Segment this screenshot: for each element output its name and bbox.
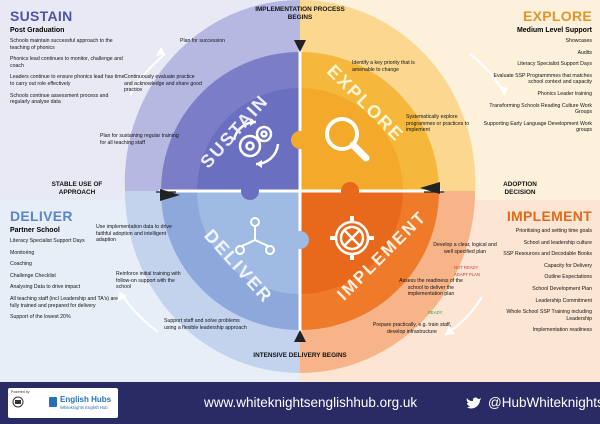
- explore-item: Audits: [577, 49, 592, 56]
- sustain-item: Schools continue assessment process and …: [10, 92, 109, 106]
- sustain-note: Continuously evaluate practice and ackno…: [124, 74, 202, 94]
- implement-item: Capacity for Delivery: [544, 262, 592, 269]
- network-people-icon: [235, 217, 275, 255]
- not-ready-label: NOT READY ADAPT PLAN: [454, 265, 480, 277]
- explore-note: Identify a key priority that is amenable…: [352, 60, 415, 73]
- bottom-label: INTENSIVE DELIVERY BEGINS: [253, 352, 347, 359]
- sustain-item: Phonics lead continues to monitor, chall…: [10, 56, 123, 69]
- implement-item: SSP Resources and Decodable Books: [503, 251, 592, 258]
- deliver-item: Coaching: [10, 261, 32, 268]
- explore-item: Transforming Schools Reading Culture Wor…: [489, 102, 592, 116]
- ready-label: READY: [428, 310, 443, 315]
- deliver-item: Monitoring: [10, 249, 35, 256]
- implement-note: Assess the readiness of the school to de…: [399, 278, 463, 298]
- explore-item: Literacy Specialist Support Days: [517, 61, 592, 68]
- hub-logo: English Hubs Whiteknights English Hub: [48, 393, 114, 413]
- sustain-note: Plan for succession: [180, 38, 225, 44]
- arrow-sustain: [129, 53, 166, 96]
- deliver-subtitle: Partner School: [10, 227, 60, 234]
- logos-panel: Powered by English Hubs Whiteknights Eng…: [8, 388, 118, 418]
- deliver-note: Support staff and solve problems using a…: [164, 318, 247, 331]
- sustain-subtitle: Post Graduation: [10, 27, 65, 34]
- deliver-item: Analysing Data to drive impact: [10, 284, 81, 291]
- crest-icon: [12, 396, 24, 408]
- sustain-title: SUSTAIN: [10, 8, 73, 24]
- implement-note: Develop a clear, logical and well specif…: [433, 242, 497, 255]
- implement-item: School Development Plan: [532, 285, 592, 292]
- implement-item: Leadership Commitment: [535, 297, 592, 304]
- deliver-item: Support of the lowest 20%: [10, 314, 71, 321]
- hub-sub: Whiteknights English Hub: [60, 405, 108, 410]
- explore-item: Evaluate SSP Programmmes that matches sc…: [493, 72, 592, 86]
- deliver-item: All teaching staff (incl Leadership and …: [10, 295, 118, 309]
- deliver-note: Use implementation data to drive faithfu…: [96, 224, 172, 244]
- explore-item: Phonics Leader training: [537, 90, 592, 97]
- twitter-bird-icon: [466, 397, 481, 409]
- hub-name: English Hubs: [60, 395, 112, 404]
- implement-panel: IMPLEMENT Prioritising and setting time …: [482, 208, 592, 339]
- top-label: IMPLEMENTATION PROCESS BEGINS: [255, 6, 345, 21]
- explore-title: EXPLORE: [522, 8, 592, 24]
- implement-item: Whole School SSP Training including Lead…: [506, 309, 592, 322]
- gear-tools-icon: [330, 216, 374, 260]
- sustain-item: Schools maintain successful approach to …: [10, 38, 113, 51]
- book-icon: [49, 397, 57, 407]
- twitter-handle[interactable]: @HubWhiteknights: [488, 395, 600, 410]
- magnifier-icon: [325, 117, 370, 162]
- right-label: ADOPTION DECISION: [503, 181, 537, 196]
- implement-note: Prepare practically, e.g. train staff, d…: [372, 322, 452, 335]
- implement-item: School and leadership culture: [523, 239, 592, 246]
- deliver-title: DELIVER: [10, 208, 73, 224]
- deliver-note: Reinforce initial training with follow-o…: [116, 271, 181, 291]
- left-label: STABLE USE OF APPROACH: [51, 181, 103, 196]
- implement-title: IMPLEMENT: [506, 208, 592, 224]
- powered-by-label: Powered by: [11, 390, 30, 394]
- explore-item: Supporting Early Language Development Wo…: [483, 120, 592, 134]
- explore-panel: EXPLORE Medium Level Support Showcases A…: [482, 8, 592, 139]
- deliver-item: Challenge Checklist: [10, 272, 56, 279]
- explore-subtitle: Medium Level Support: [516, 27, 592, 34]
- implement-item: Implementation readiness: [532, 327, 592, 334]
- website-url[interactable]: www.whiteknightsenglishhub.org.uk: [204, 395, 418, 410]
- sustain-note: Plan for sustaining regular training for…: [100, 133, 179, 146]
- implement-item: Prioritising and setting time goals: [515, 228, 592, 234]
- gears-icon: [232, 118, 280, 168]
- explore-note: Systematically explore programmes or pra…: [406, 114, 470, 134]
- deliver-item: Literacy Specialist Support Days: [10, 238, 85, 244]
- explore-item: Showcases: [565, 38, 592, 44]
- sustain-panel: SUSTAIN Post Graduation Schools maintain…: [10, 8, 128, 111]
- implement-item: Outline Expectations: [544, 274, 592, 281]
- sustain-item: Leaders continue to ensure phonics lead …: [10, 74, 125, 87]
- deliver-panel: DELIVER Partner School Literacy Speciali…: [10, 208, 128, 326]
- footer-bar: Powered by English Hubs Whiteknights Eng…: [0, 382, 600, 424]
